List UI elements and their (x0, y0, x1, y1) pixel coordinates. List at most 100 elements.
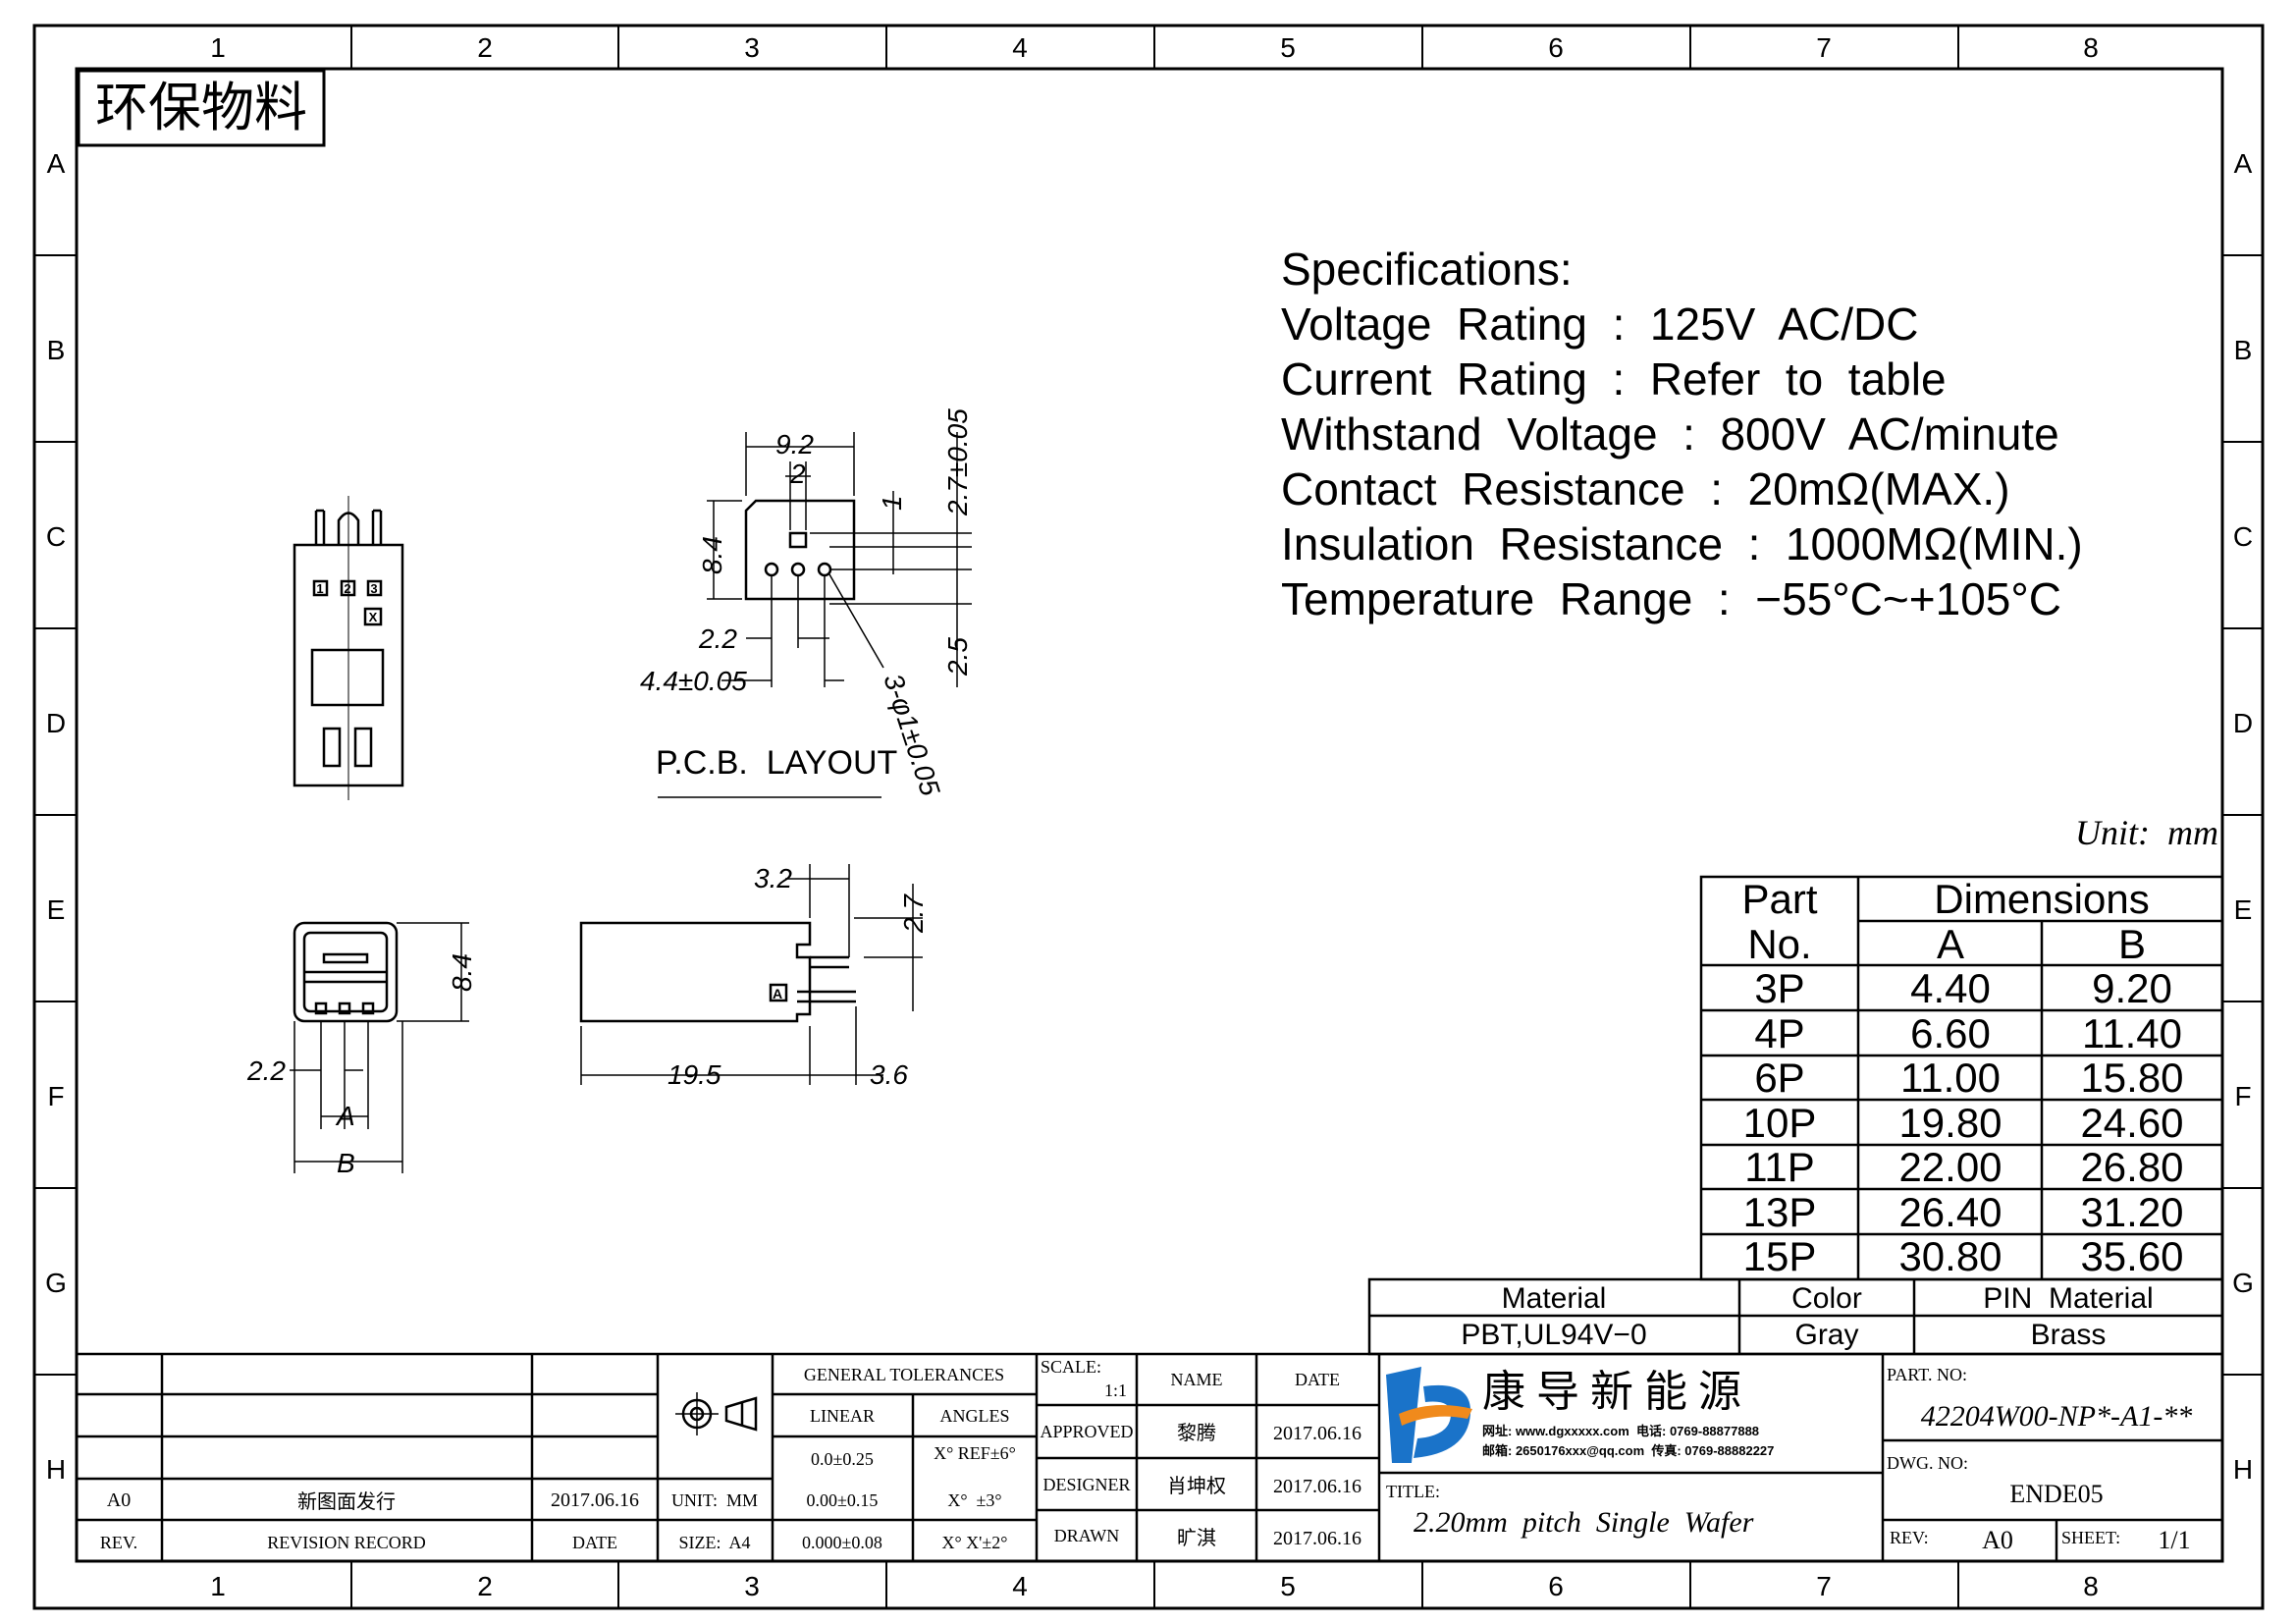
rev-code: A0 (107, 1489, 131, 1511)
part-no-label: PART. NO: (1887, 1365, 1967, 1384)
name-header: NAME (1171, 1370, 1223, 1389)
front-view (293, 921, 399, 1023)
sheet-label: SHEET: (2061, 1528, 2120, 1547)
pin-label: X (369, 610, 378, 624)
rev-label: REV: (1890, 1528, 1929, 1547)
top-view-pin-labels: 1 2 3 X (316, 581, 377, 624)
dimensions-header: Dimensions (1934, 876, 2149, 922)
col-label: 4 (1012, 1571, 1028, 1601)
spec-line: Insulation Resistance : 1000MΩ(MIN.) (1281, 518, 2083, 569)
part-header: Part (1741, 876, 1817, 922)
dwg-no-label: DWG. NO: (1887, 1453, 1968, 1473)
row-label: H (46, 1454, 66, 1485)
pcb-pin-span-label: 4.4±0.05 (640, 666, 747, 696)
rev-header: REV. (100, 1533, 137, 1552)
tol-linear-2: 0.00±0.15 (807, 1490, 879, 1510)
table-cell-a: 4.40 (1910, 965, 1991, 1011)
pcb-height-label: 8.4 (697, 536, 727, 574)
col-label: 5 (1280, 1571, 1296, 1601)
row-label: A (2234, 148, 2253, 179)
specifications: Specifications: Voltage Rating : 125V AC… (1281, 244, 2083, 624)
pcb-top-label: 2.7±0.05 (942, 408, 973, 516)
table-cell-b: 26.80 (2080, 1144, 2183, 1190)
spec-heading: Specifications: (1281, 244, 1573, 295)
pcb-pitch-label: 2 (789, 459, 806, 489)
scale-label: SCALE: (1041, 1357, 1101, 1377)
pin-material-value: Brass (2031, 1319, 2107, 1351)
linear-header: LINEAR (810, 1406, 875, 1426)
tol-angle-1: X° REF±6° (934, 1443, 1016, 1463)
scale-value: 1:1 (1104, 1380, 1127, 1400)
table-cell-b: 15.80 (2080, 1055, 2183, 1101)
title-block-grid (75, 1352, 2224, 1563)
table-cell-part: 4P (1754, 1010, 1804, 1056)
side-w1-label: 3.2 (754, 863, 792, 893)
table-cell-a: 22.00 (1898, 1144, 2002, 1190)
table-cell-a: 6.60 (1910, 1010, 1991, 1056)
table-cell-a: 11.00 (1900, 1055, 2001, 1101)
dimension-table-grid (1699, 875, 2224, 1281)
col-label: 3 (744, 32, 760, 63)
dwg-no: ENDE05 (2009, 1480, 2103, 1508)
approved-label: APPROVED (1040, 1422, 1133, 1441)
col-label: 3 (744, 1571, 760, 1601)
material-label: Material (1502, 1282, 1607, 1315)
row-labels-right: A B C D E F G H (2232, 148, 2254, 1485)
col-label: 4 (1012, 32, 1028, 63)
rev-record: 新图面发行 (297, 1490, 396, 1513)
column-labels-top: 1 2 3 4 5 6 7 8 (210, 32, 2099, 63)
front-view-dims (290, 922, 469, 1173)
spec-line: Voltage Rating : 125V AC/DC (1281, 298, 1918, 350)
spec-line: Withstand Voltage : 800V AC/minute (1281, 408, 2059, 460)
spec-line: Current Rating : Refer to table (1281, 353, 1947, 405)
table-cell-part: 3P (1754, 965, 1804, 1011)
drawn-date: 2017.06.16 (1273, 1528, 1362, 1549)
approvals-block: SCALE: 1:1 APPROVED DESIGNER DRAWN NAME … (1040, 1357, 1362, 1549)
pcb-pin-pitch-label: 2.2 (698, 623, 737, 654)
tol-linear-1: 0.0±0.25 (811, 1449, 874, 1469)
date-header-2: DATE (1295, 1370, 1340, 1389)
table-cell-b: 9.20 (2092, 965, 2172, 1011)
inner-border (75, 67, 2224, 1563)
dimension-table: Part No. Dimensions A B 3P 4.40 9.20 4P … (1741, 876, 2183, 1279)
side-view-labels: 3.2 2.7 19.5 3.6 A (667, 863, 929, 1090)
col-label: 2 (477, 1571, 493, 1601)
column-labels-bottom: 1 2 3 4 5 6 7 8 (210, 1571, 2099, 1601)
side-view (579, 921, 856, 1023)
color-value: Gray (1794, 1319, 1858, 1351)
table-cell-part: 6P (1754, 1055, 1804, 1101)
top-view (293, 496, 404, 800)
col-label: 5 (1280, 32, 1296, 63)
spec-line: Contact Resistance : 20mΩ(MAX.) (1281, 463, 2010, 514)
table-cell-b: 11.40 (2082, 1010, 2182, 1056)
row-label: G (2232, 1268, 2254, 1298)
tol-angle-3: X° X'±2° (941, 1533, 1007, 1552)
color-label: Color (1791, 1282, 1862, 1315)
material-value: PBT,UL94V−0 (1461, 1319, 1646, 1351)
materials: Material PBT,UL94V−0 Color Gray PIN Mate… (1461, 1282, 2153, 1351)
row-label: D (46, 708, 66, 738)
pcb-layout-title: P.C.B. LAYOUT (656, 744, 897, 782)
drawn-name: 旷淇 (1177, 1527, 1216, 1549)
table-cell-b: 31.20 (2080, 1189, 2183, 1235)
pcb-offset-label: 1 (877, 495, 907, 511)
col-label: 8 (2083, 32, 2099, 63)
approved-date: 2017.06.16 (1273, 1423, 1362, 1444)
pcb-width-label: 9.2 (775, 429, 814, 460)
table-cell-b: 24.60 (2080, 1100, 2183, 1146)
angles-header: ANGLES (940, 1406, 1010, 1426)
pcb-outline (744, 499, 856, 601)
sheet-value: 1/1 (2158, 1526, 2190, 1554)
row-label: A (47, 148, 66, 179)
col-label: 6 (1548, 32, 1564, 63)
date-header: DATE (572, 1533, 617, 1552)
side-tail-label: 3.6 (870, 1059, 908, 1090)
side-h1-label: 2.7 (898, 893, 929, 934)
pcb-bottom-label: 2.5 (942, 637, 973, 677)
col-label: 1 (210, 1571, 226, 1601)
projection-symbol-icon (675, 1392, 758, 1435)
drawn-label: DRAWN (1054, 1526, 1120, 1545)
col-label: 8 (2083, 1571, 2099, 1601)
table-cell-part: 11P (1744, 1144, 1815, 1190)
